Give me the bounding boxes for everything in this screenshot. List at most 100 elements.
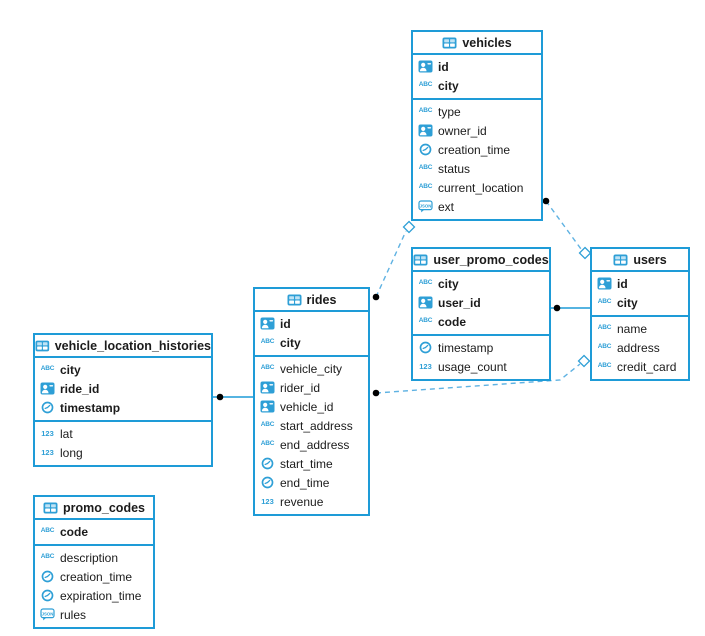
table-header[interactable]: vehicle_location_histories bbox=[35, 335, 211, 358]
table-icon bbox=[287, 294, 302, 306]
table-icon bbox=[442, 37, 457, 49]
pk-section: ABC city ride_id timestamp bbox=[35, 358, 211, 420]
field-label: credit_card bbox=[617, 359, 677, 374]
field-row[interactable]: user_id bbox=[413, 293, 549, 312]
field-row[interactable]: 123 lat bbox=[35, 424, 211, 443]
section-divider bbox=[592, 315, 688, 317]
field-row[interactable]: ABC code bbox=[413, 312, 549, 331]
uuid-icon bbox=[596, 277, 613, 290]
field-row[interactable]: 123 revenue bbox=[255, 492, 368, 511]
uuid-icon bbox=[417, 296, 434, 309]
string-icon: ABC bbox=[260, 440, 275, 448]
table-vehicles[interactable]: vehicles id ABC city ABC type owner_id bbox=[411, 30, 543, 221]
string-icon: ABC bbox=[260, 364, 275, 372]
number-icon: 123 bbox=[261, 496, 274, 506]
field-row[interactable]: ABC city bbox=[35, 360, 211, 379]
table-icon bbox=[613, 254, 628, 266]
field-row[interactable]: timestamp bbox=[413, 338, 549, 357]
table-icon bbox=[413, 254, 428, 266]
field-row[interactable]: vehicle_id bbox=[255, 397, 368, 416]
pk-section: id ABC city bbox=[255, 312, 368, 355]
field-row[interactable]: expiration_time bbox=[35, 586, 153, 605]
table-rides[interactable]: rides id ABC city ABC vehicle_city rider… bbox=[253, 287, 370, 516]
field-row[interactable]: 123 long bbox=[35, 443, 211, 462]
field-row[interactable]: ABC city bbox=[413, 76, 541, 95]
field-row[interactable]: JSON ext bbox=[413, 197, 541, 216]
relation-vehicles-owner-id-to-users[interactable] bbox=[542, 197, 592, 260]
field-row[interactable]: ABC start_address bbox=[255, 416, 368, 435]
pk-section: ABC city user_id ABC code bbox=[413, 272, 549, 334]
table-users[interactable]: users id ABC city ABC name ABC address bbox=[590, 247, 690, 381]
field-row[interactable]: ABC code bbox=[35, 522, 153, 541]
field-row[interactable]: id bbox=[255, 314, 368, 333]
field-row[interactable]: ABC description bbox=[35, 548, 153, 567]
table-vehicle-location-histories[interactable]: vehicle_location_histories ABC city ride… bbox=[33, 333, 213, 467]
field-label: lat bbox=[60, 426, 73, 441]
clock-icon bbox=[259, 457, 276, 470]
field-label: name bbox=[617, 321, 648, 336]
field-row[interactable]: ABC vehicle_city bbox=[255, 359, 368, 378]
table-header[interactable]: users bbox=[592, 249, 688, 272]
relation-rides-rider-id-to-users[interactable] bbox=[372, 354, 591, 397]
relation-vehicle-location-histories-ride-id-to-rides[interactable] bbox=[213, 393, 253, 401]
clock-icon bbox=[39, 589, 56, 602]
svg-text:JSON: JSON bbox=[42, 611, 54, 616]
field-row[interactable]: ABC city bbox=[255, 333, 368, 352]
field-row[interactable]: id bbox=[413, 57, 541, 76]
string-icon: ABC bbox=[597, 298, 612, 306]
number-icon: 123 bbox=[41, 447, 54, 457]
relation-user-promo-codes-user-id-to-users[interactable] bbox=[551, 304, 590, 312]
field-label: rider_id bbox=[280, 380, 321, 395]
field-row[interactable]: start_time bbox=[255, 454, 368, 473]
section-divider bbox=[35, 544, 153, 546]
string-icon: ABC bbox=[418, 279, 433, 287]
field-row[interactable]: ABC end_address bbox=[255, 435, 368, 454]
string-icon: ABC bbox=[597, 343, 612, 351]
table-user-promo-codes[interactable]: user_promo_codes ABC city user_id ABC co… bbox=[411, 247, 551, 381]
field-label: user_id bbox=[438, 295, 481, 310]
string-icon: ABC bbox=[40, 527, 55, 535]
field-row[interactable]: owner_id bbox=[413, 121, 541, 140]
field-row[interactable]: ABC city bbox=[592, 293, 688, 312]
field-row[interactable]: ABC name bbox=[592, 319, 688, 338]
field-row[interactable]: JSON rules bbox=[35, 605, 153, 624]
pk-section: id ABC city bbox=[592, 272, 688, 315]
table-header[interactable]: vehicles bbox=[413, 32, 541, 55]
field-label: ext bbox=[438, 199, 455, 214]
field-row[interactable]: creation_time bbox=[413, 140, 541, 159]
field-row[interactable]: timestamp bbox=[35, 398, 211, 417]
field-row[interactable]: ABC type bbox=[413, 102, 541, 121]
section-divider bbox=[35, 420, 211, 422]
field-label: current_location bbox=[438, 180, 524, 195]
field-row[interactable]: 123 usage_count bbox=[413, 357, 549, 376]
field-row[interactable]: ABC city bbox=[413, 274, 549, 293]
field-label: end_address bbox=[280, 437, 350, 452]
table-header[interactable]: user_promo_codes bbox=[413, 249, 549, 272]
field-label: code bbox=[60, 524, 89, 539]
table-promo-codes[interactable]: promo_codes ABC code ABC description cre… bbox=[33, 495, 155, 629]
table-header[interactable]: promo_codes bbox=[35, 497, 153, 520]
field-row[interactable]: ABC credit_card bbox=[592, 357, 688, 376]
field-row[interactable]: ABC address bbox=[592, 338, 688, 357]
field-row[interactable]: id bbox=[592, 274, 688, 293]
table-title: rides bbox=[306, 292, 337, 307]
pk-section: id ABC city bbox=[413, 55, 541, 98]
field-label: timestamp bbox=[60, 400, 121, 415]
json-icon: JSON bbox=[417, 200, 434, 213]
field-label: creation_time bbox=[60, 569, 133, 584]
field-row[interactable]: ABC current_location bbox=[413, 178, 541, 197]
section-divider bbox=[255, 355, 368, 357]
table-header[interactable]: rides bbox=[255, 289, 368, 312]
field-row[interactable]: ABC status bbox=[413, 159, 541, 178]
string-icon: ABC bbox=[597, 324, 612, 332]
field-label: code bbox=[438, 314, 467, 329]
relation-rides-vehicle-id-to-vehicles[interactable] bbox=[372, 220, 416, 301]
field-row[interactable]: creation_time bbox=[35, 567, 153, 586]
field-label: status bbox=[438, 161, 471, 176]
field-label: timestamp bbox=[438, 340, 494, 355]
field-row[interactable]: ride_id bbox=[35, 379, 211, 398]
json-icon: JSON bbox=[39, 608, 56, 621]
field-row[interactable]: end_time bbox=[255, 473, 368, 492]
field-row[interactable]: rider_id bbox=[255, 378, 368, 397]
